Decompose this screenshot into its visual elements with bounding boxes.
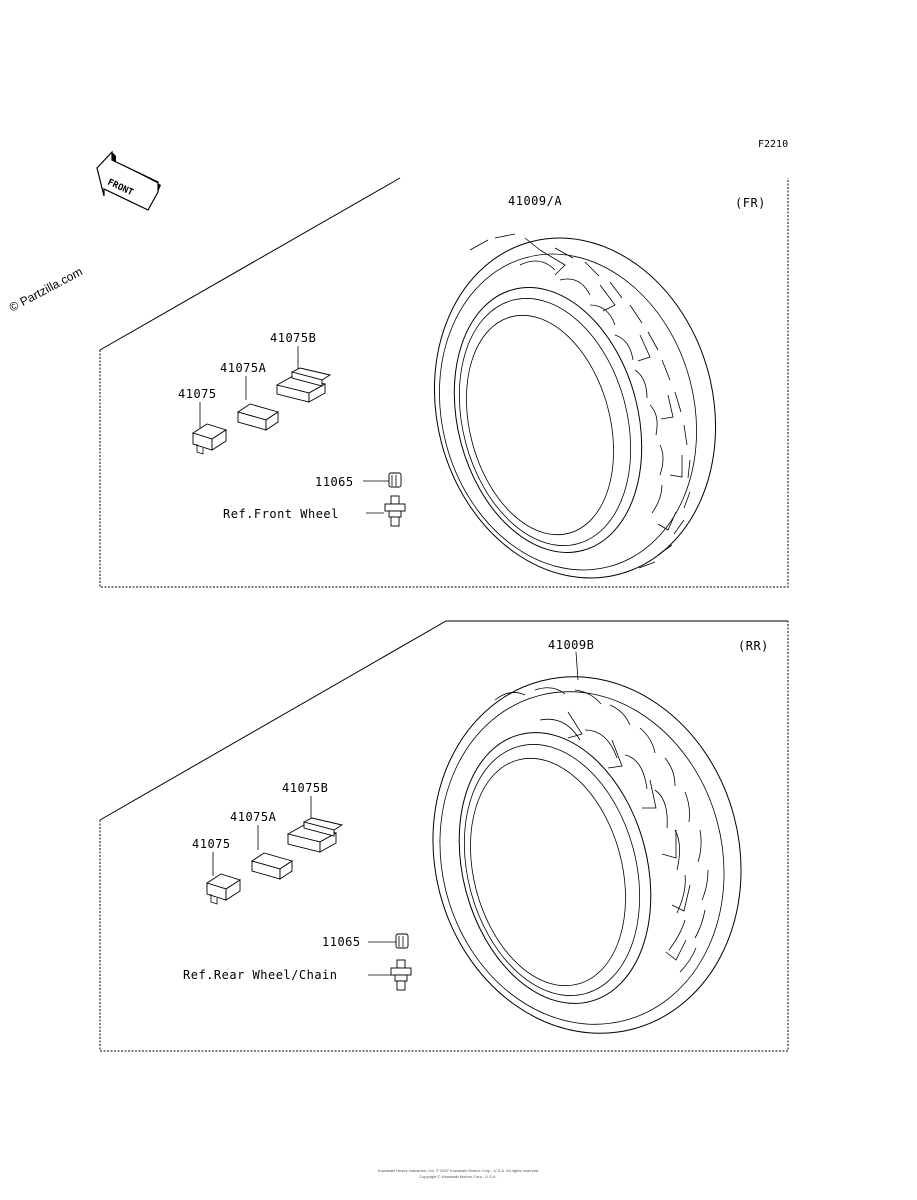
front-section: (FR) 41009/A 41075B 41075A 41075 11065 R… — [99, 177, 789, 588]
rear-frame — [99, 620, 788, 821]
front-valve-cap-label: 11065 — [315, 475, 354, 489]
footer-line-1: Kawasaki Heavy Industries, Ltd. © 2007 K… — [378, 1168, 538, 1173]
rear-valve-cap-label: 11065 — [322, 935, 361, 949]
front-weight-b-icon — [275, 367, 332, 403]
rear-valve-icon — [390, 959, 412, 991]
rear-weight-b-icon — [286, 817, 344, 853]
rear-tire-icon — [432, 676, 742, 1034]
rear-weight-a-icon — [250, 852, 294, 880]
front-weight-b-label: 41075B — [270, 331, 316, 345]
front-weight-icon — [191, 423, 228, 455]
rear-weight-b-label: 41075B — [282, 781, 328, 795]
front-tire-icon — [433, 233, 717, 579]
rear-weight-label: 41075 — [192, 837, 231, 851]
front-weight-a-icon — [236, 403, 280, 431]
rear-section: (RR) 41009B 41075B 41075A 41075 11065 Re… — [99, 620, 789, 1052]
front-weight-label: 41075 — [178, 387, 217, 401]
front-weight-a-label: 41075A — [220, 361, 267, 375]
front-ref-label: Ref.Front Wheel — [223, 507, 339, 521]
rear-tire-label: 41009B — [548, 638, 594, 652]
rear-valve-cap-icon — [395, 933, 409, 949]
footer-line-2: Copyright © Kawasaki Motors Corp., U.S.A… — [419, 1174, 496, 1179]
rear-weight-icon — [205, 873, 242, 905]
watermark: © Partzilla.com — [7, 264, 85, 314]
front-direction-icon: FRONT — [96, 150, 161, 211]
front-valve-cap-icon — [388, 472, 402, 488]
rear-weight-a-label: 41075A — [230, 810, 277, 824]
front-frame — [99, 177, 401, 351]
rear-position-label: (RR) — [738, 639, 769, 653]
front-position-label: (FR) — [735, 196, 766, 210]
rear-ref-label: Ref.Rear Wheel/Chain — [183, 968, 338, 982]
front-valve-icon — [366, 495, 406, 527]
front-tire-label: 41009/A — [508, 194, 562, 208]
figure-code: F2210 — [758, 139, 788, 150]
